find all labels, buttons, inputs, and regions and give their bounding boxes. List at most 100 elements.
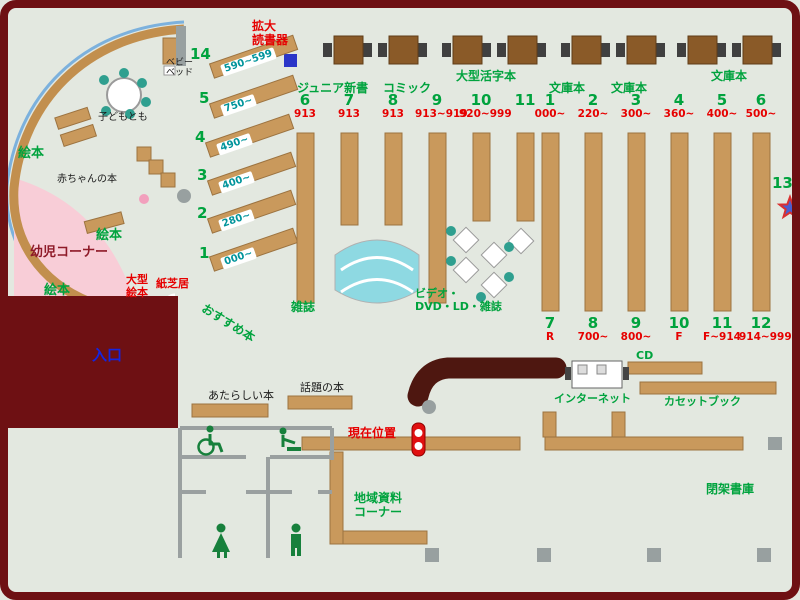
wheelchair-icon <box>197 425 224 456</box>
internet-table <box>565 360 629 389</box>
reading-table <box>561 35 610 65</box>
corner-wall <box>9 24 185 307</box>
label-bunko-3: 文庫本 <box>711 69 748 83</box>
shelf-no: 1 <box>199 244 210 262</box>
baby-bed-mat <box>163 65 176 76</box>
bookshelf <box>384 132 403 226</box>
bookshelf <box>541 132 560 312</box>
label-chiiki-shiryo: 地域資料 コーナー <box>354 491 403 519</box>
label-magnifier-reader: 拡大 読書器 <box>252 19 289 47</box>
label-kodomo-tomo: 子どもとも <box>98 112 148 123</box>
label-kamishibai: 紙芝居 <box>156 277 189 290</box>
label-wadai-hon: 話題の本 <box>300 381 344 394</box>
reading-tables <box>323 35 781 65</box>
restroom-walls <box>178 426 334 558</box>
local-ref-shelf-left <box>329 451 344 545</box>
label-area-13: 13 <box>772 174 793 192</box>
bookshelf <box>627 132 646 312</box>
topic-books-shelf <box>287 395 353 410</box>
magnifier-device-icon <box>284 54 297 67</box>
new-books-shelf <box>191 403 269 418</box>
bookshelf <box>670 132 689 312</box>
label-zasshi: 雑誌 <box>291 300 316 314</box>
local-ref-shelf-bottom <box>342 530 428 545</box>
reading-table <box>378 35 427 65</box>
label-atarashii-hon: あたらしい本 <box>208 389 274 402</box>
current-location-marker <box>411 422 426 457</box>
shelf-stub-b <box>611 411 626 438</box>
reading-table <box>677 35 726 65</box>
picture-book-shelf <box>83 211 125 234</box>
browsing-bench <box>334 239 420 304</box>
bookshelf <box>713 132 732 312</box>
kids-benches <box>54 106 98 148</box>
label-akachan-hon: 赤ちゃんの本 <box>57 174 117 185</box>
service-counter <box>407 357 567 407</box>
label-cassette-book: カセットブック <box>664 395 741 408</box>
baby-changing-icon <box>279 427 301 451</box>
bookshelf <box>584 132 603 312</box>
label-cd: CD <box>636 349 654 362</box>
kids-round-table <box>99 68 151 119</box>
reading-table <box>616 35 665 65</box>
label-junior-shinsho: ジュニア新書 <box>297 81 369 95</box>
entrance-area <box>8 296 178 428</box>
label-genzai-ichi: 現在位置 <box>348 426 397 440</box>
shelf-no: 4 <box>195 128 206 146</box>
vertical-shelves <box>296 132 771 312</box>
label-ogata-ehon: 大型 絵本 <box>126 273 148 299</box>
pillar-top-left <box>176 26 186 66</box>
label-ehon-2: 絵本 <box>96 228 123 243</box>
reading-table <box>497 35 546 65</box>
pillar-round <box>422 400 436 414</box>
label-large-print: 大型活字本 <box>456 69 517 83</box>
label-heika-shoko: 閉架書庫 <box>706 482 755 496</box>
label-entrance: 入口 <box>92 346 123 364</box>
bookshelf <box>752 132 771 312</box>
label-baby-bed: ベビー ベッド <box>166 58 194 79</box>
cassette-shelf <box>639 381 777 395</box>
right-long-shelf <box>544 436 744 451</box>
star-icon <box>776 194 800 220</box>
pink-stool <box>139 194 149 204</box>
shelf-stub-a <box>542 411 557 438</box>
label-yoji-corner: 幼児コーナー <box>30 245 109 260</box>
bookshelf <box>516 132 535 222</box>
bookshelf <box>472 132 491 222</box>
label-bunko-1: 文庫本 <box>549 81 586 95</box>
kids-step-shelves <box>136 146 176 188</box>
label-internet: インターネット <box>554 392 631 405</box>
bookshelf <box>340 132 359 226</box>
local-ref-shelf-top <box>301 436 521 451</box>
label-ehon-3: 絵本 <box>44 283 71 298</box>
study-carrels <box>446 226 535 302</box>
label-ehon-1: 絵本 <box>18 146 45 161</box>
womens-toilet-icon <box>212 523 230 558</box>
shelf-no: 3 <box>197 166 208 184</box>
reading-table <box>323 35 372 65</box>
label-video-dvd: ビデオ・ DVD・LD・雑誌 <box>415 287 502 313</box>
low-shelves <box>191 361 777 545</box>
bookshelf <box>428 132 447 304</box>
shelf-no: 2 <box>197 204 208 222</box>
label-comic: コミック <box>383 81 432 95</box>
label-bunko-2: 文庫本 <box>611 81 648 95</box>
shelf-no: 14 <box>190 45 211 63</box>
bookshelf <box>296 132 315 304</box>
